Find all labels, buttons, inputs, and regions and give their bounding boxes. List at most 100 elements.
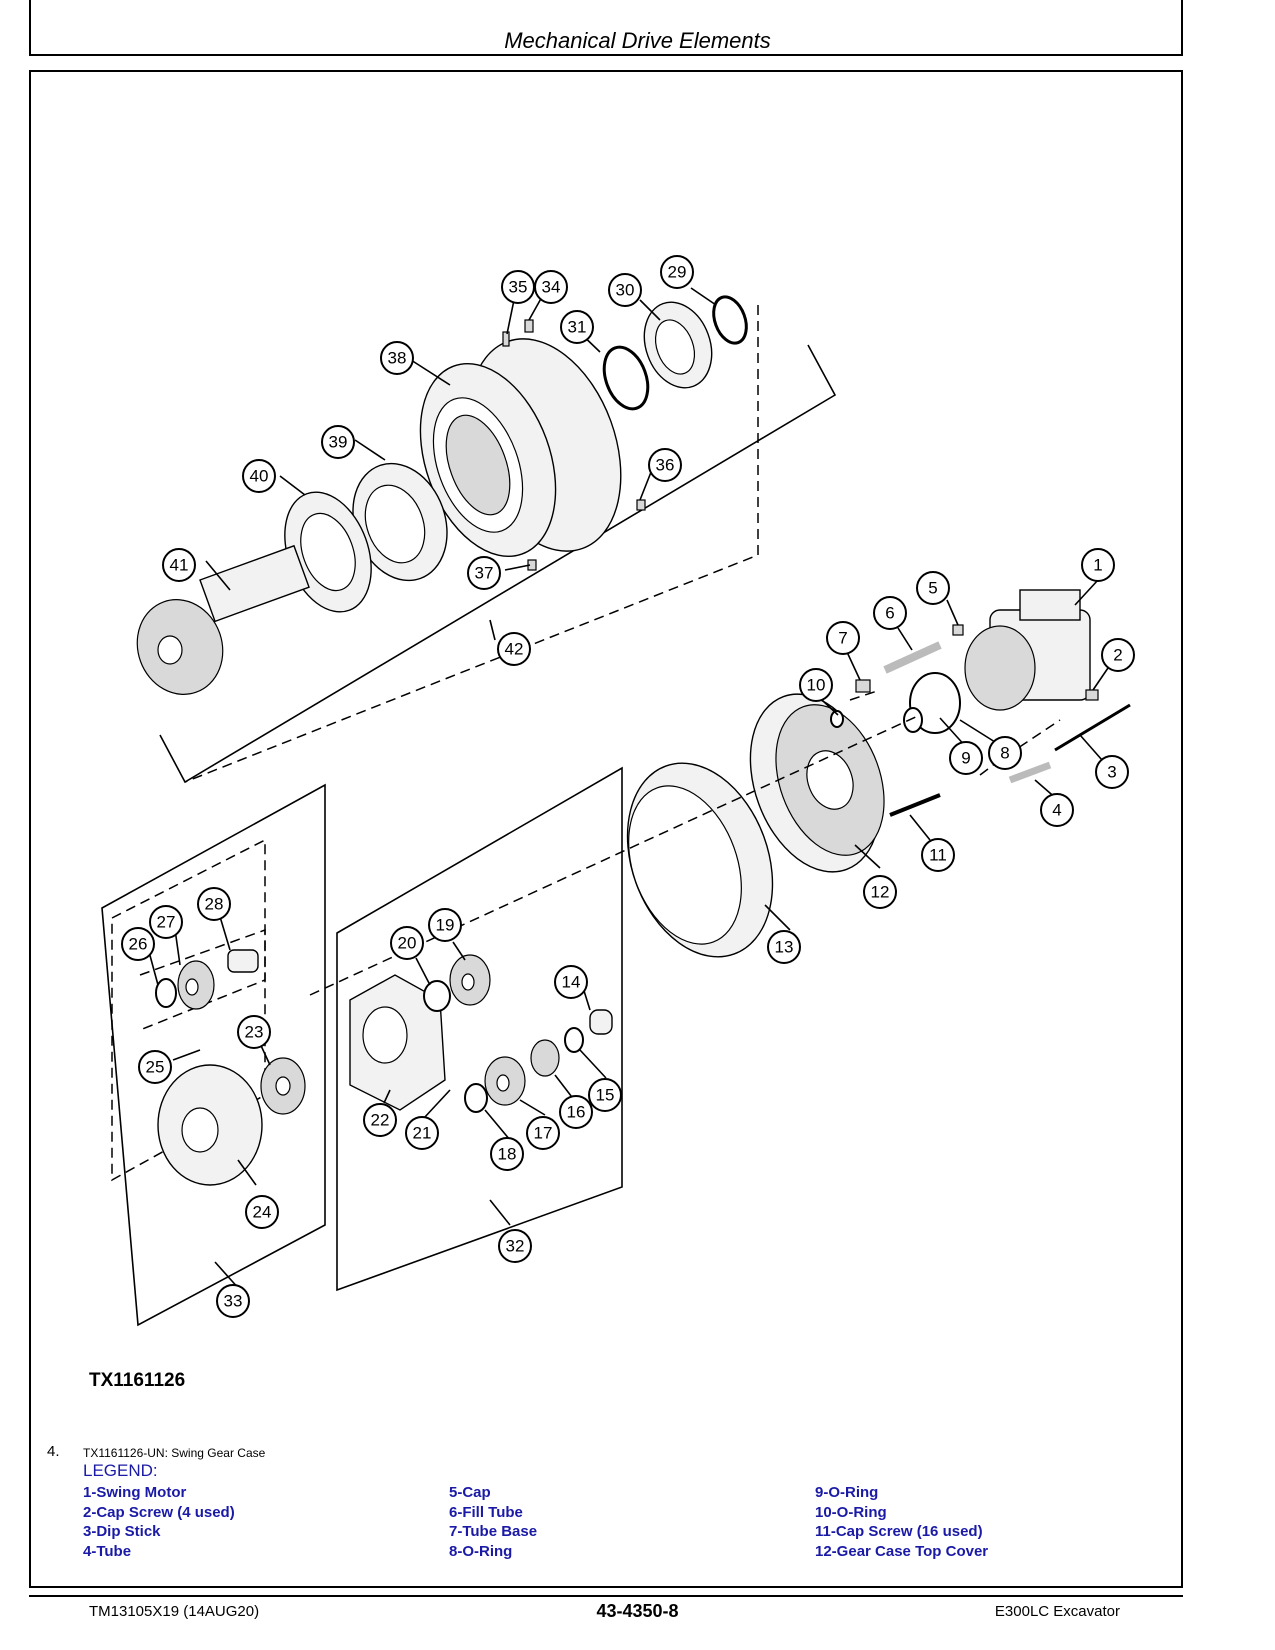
bearing-39 [352,462,448,582]
svg-text:23: 23 [245,1023,264,1042]
svg-text:28: 28 [205,895,224,914]
callout-11: 11 [921,838,955,872]
pinion-shaft-41 [136,544,310,695]
legend-column-2: 5-Cap 6-Fill Tube 7-Tube Base 8-O-Ring [449,1483,537,1561]
callout-22: 22 [363,1103,397,1137]
legend-item: 5-Cap [449,1484,491,1501]
gear-17 [484,1056,526,1106]
callout-7: 7 [826,621,860,655]
footer-doc-id: TM13105X19 (14AUG20) [89,1603,260,1620]
header-frame [29,0,1183,56]
screws-34-37 [502,319,646,571]
svg-text:29: 29 [668,263,687,282]
figure-caption: TX1161126-UN: Swing Gear Case [83,1446,266,1460]
legend-item: 2-Cap Screw (4 used) [83,1503,235,1521]
callout-13: 13 [767,930,801,964]
page-title: Mechanical Drive Elements [504,28,771,53]
ring-15 [564,1027,584,1053]
legend-item: 10-O-Ring [815,1503,887,1521]
svg-text:4: 4 [1052,801,1061,820]
callout-14: 14 [554,965,588,999]
callout-25: 25 [138,1050,172,1084]
washer-20 [423,980,451,1012]
callout-34: 34 [534,270,568,304]
callout-35: 35 [501,270,535,304]
callout-2: 2 [1101,638,1135,672]
footer-rule [29,1595,1183,1597]
callout-3: 3 [1095,755,1129,789]
svg-text:35: 35 [509,278,528,297]
callout-29: 29 [660,255,694,289]
legend-item: 11-Cap Screw (16 used) [815,1523,983,1540]
footer-model: E300LC Excavator [994,1603,1120,1620]
bearing-16 [530,1039,560,1077]
callout-19: 19 [428,908,462,942]
callout-26: 26 [121,927,155,961]
svg-text:32: 32 [506,1237,525,1256]
svg-text:9: 9 [961,749,970,768]
svg-text:20: 20 [398,934,417,953]
gear-23 [260,1057,306,1115]
callout-bubbles: 1 2 3 4 5 6 7 8 9 10 11 12 13 14 15 16 1… [121,255,1135,1318]
callout-40: 40 [242,459,276,493]
figure-frame [29,70,1183,1588]
callout-6: 6 [873,596,907,630]
svg-text:27: 27 [157,913,176,932]
callout-37: 37 [467,556,501,590]
svg-text:26: 26 [129,935,148,954]
svg-text:19: 19 [436,916,455,935]
svg-text:13: 13 [775,938,794,957]
callout-39: 39 [321,425,355,459]
legend-item: 6-Fill Tube [449,1503,523,1521]
callout-1: 1 [1081,548,1115,582]
svg-text:8: 8 [1000,744,1009,763]
snap-ring-29 [712,295,748,345]
callout-16: 16 [559,1095,593,1129]
item-number: 4. [47,1443,60,1460]
svg-text:5: 5 [928,579,937,598]
svg-text:31: 31 [568,318,587,337]
svg-text:3: 3 [1107,763,1116,782]
carrier-22 [349,974,446,1111]
svg-text:10: 10 [807,676,826,695]
gear-27 [177,960,215,1010]
svg-text:2: 2 [1113,646,1122,665]
legend-title: LEGEND: [83,1461,158,1480]
callout-38: 38 [380,341,414,375]
svg-text:36: 36 [656,456,675,475]
callout-32: 32 [498,1229,532,1263]
callout-33: 33 [216,1284,250,1318]
bearing-30 [643,301,713,389]
legend-item: 1-Swing Motor [83,1484,187,1501]
callout-42: 42 [497,632,531,666]
svg-text:38: 38 [388,349,407,368]
callout-17: 17 [526,1116,560,1150]
callout-8: 8 [988,736,1022,770]
svg-text:30: 30 [616,281,635,300]
callout-5: 5 [916,571,950,605]
figure-id: TX1161126 [89,1370,186,1391]
callout-23: 23 [237,1015,271,1049]
svg-text:39: 39 [329,433,348,452]
gear-case-38 [419,338,622,558]
ring-26 [155,978,177,1008]
legend-column-1: 1-Swing Motor 2-Cap Screw (4 used) 3-Dip… [83,1483,235,1561]
legend-item: 8-O-Ring [449,1542,513,1560]
ring-31 [602,345,650,411]
gear-19 [449,954,491,1006]
top-cover-12 [749,693,885,873]
callout-21: 21 [405,1116,439,1150]
callout-36: 36 [648,448,682,482]
legend-item: 3-Dip Stick [83,1523,161,1540]
callout-10: 10 [799,668,833,702]
group-33-outline [101,783,326,1327]
svg-text:7: 7 [838,629,847,648]
callout-12: 12 [863,875,897,909]
group-42-outline [159,305,837,784]
legend-item: 4-Tube [83,1542,132,1560]
legend-item: 12-Gear Case Top Cover [815,1542,989,1560]
svg-text:41: 41 [170,556,189,575]
carrier-24 [157,1064,263,1186]
svg-text:42: 42 [505,640,524,659]
